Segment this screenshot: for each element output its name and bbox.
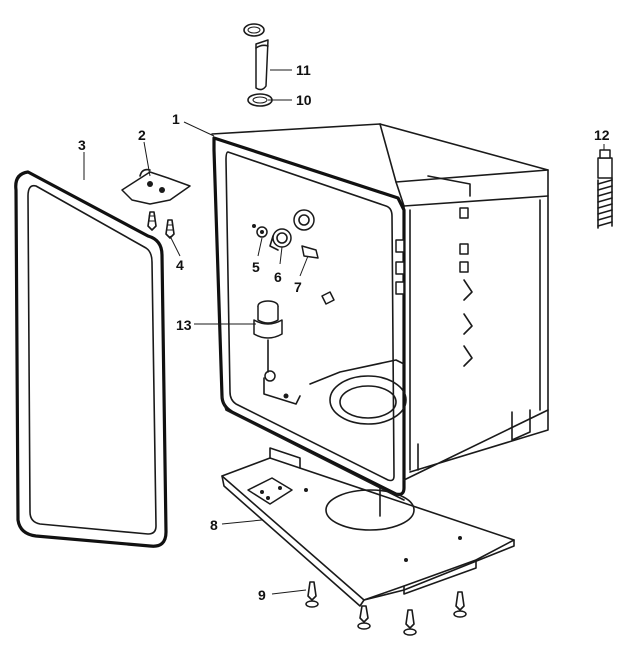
spring-coupling-part	[597, 149, 613, 229]
callout-7: 7	[294, 279, 302, 295]
screws-part	[305, 581, 467, 636]
callout-12: 12	[594, 127, 610, 143]
hose-and-clamps-part	[243, 23, 273, 107]
callout-1: 1	[172, 111, 180, 127]
callout-11: 11	[296, 62, 311, 78]
callout-6: 6	[274, 269, 282, 285]
screw	[403, 609, 417, 636]
callout-labels: 1 2 3 4 5 6 7 8 9 10 11 12 13	[78, 62, 610, 603]
float-switch-part	[253, 300, 283, 373]
callout-2: 2	[138, 127, 146, 143]
tub-side-clips	[395, 175, 531, 471]
base-plate-part	[221, 447, 515, 607]
callout-9: 9	[258, 587, 266, 603]
callout-10: 10	[296, 92, 312, 108]
fittings-group	[252, 209, 319, 259]
screw	[453, 591, 467, 618]
callout-13: 13	[176, 317, 192, 333]
callout-4: 4	[176, 257, 184, 273]
callout-3: 3	[78, 137, 86, 153]
callout-8: 8	[210, 517, 218, 533]
hinge-bracket-part	[121, 168, 191, 239]
leader-lines	[83, 69, 605, 595]
screw	[305, 581, 319, 608]
callout-5: 5	[252, 259, 260, 275]
screw	[357, 605, 371, 630]
tub-assembly-part	[211, 123, 549, 501]
door-gasket-part	[14, 170, 168, 548]
